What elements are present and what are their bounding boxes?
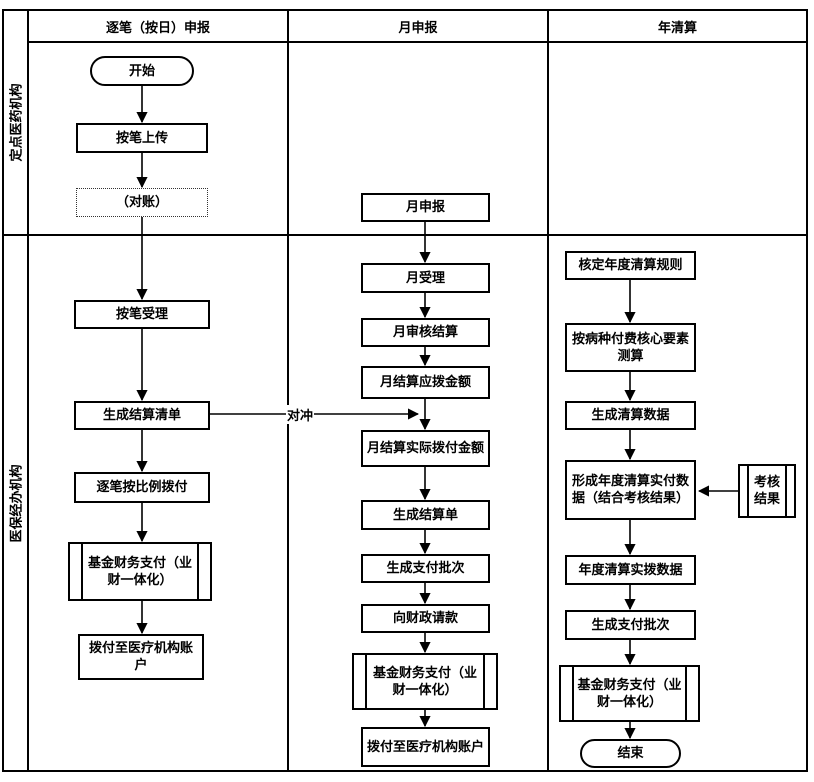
node-monthly-due: 月结算应拨金额 — [361, 366, 490, 399]
node-monthly-statement: 生成结算单 — [361, 500, 490, 530]
node-annual-data: 生成清算数据 — [565, 401, 696, 430]
node-annual-measure: 按病种付费核心要素测算 — [565, 323, 696, 372]
lane-label-agency-text: 医保经办机构 — [9, 463, 25, 543]
node-monthly-fund-pay: 基金财务支付（业财一体化） — [352, 653, 498, 710]
node-end: 结束 — [580, 739, 681, 768]
node-annual-actual: 形成年度清算实付数据（结合考核结果） — [565, 460, 696, 520]
node-start: 开始 — [90, 56, 194, 86]
node-allocate: 逐笔按比例拨付 — [74, 472, 210, 503]
edge-label-offset: 对冲 — [286, 405, 315, 424]
annual-connectors — [624, 280, 738, 740]
node-upload: 按笔上传 — [76, 123, 208, 153]
node-annual-fund-pay: 基金财务支付（业财一体化） — [559, 665, 700, 722]
node-annual-assess: 考核结果 — [738, 464, 796, 518]
node-annual-rules: 核定年度清算规则 — [565, 251, 696, 280]
node-monthly-to-account: 拨付至医疗机构账户 — [361, 727, 490, 767]
node-annual-allot: 年度清算实拨数据 — [565, 555, 696, 585]
node-monthly-review: 月审核结算 — [361, 318, 490, 347]
node-monthly-actual: 月结算实际拨付金额 — [361, 430, 490, 467]
column-header-annual: 年清算 — [657, 20, 697, 36]
column-header-monthly: 月申报 — [398, 20, 438, 36]
node-monthly-request: 向财政请款 — [361, 604, 490, 633]
node-monthly-declare: 月申报 — [361, 193, 490, 222]
column-header-daily: 逐笔（按日）申报 — [105, 20, 210, 36]
node-accept: 按笔受理 — [74, 300, 210, 329]
node-monthly-batch: 生成支付批次 — [361, 554, 490, 583]
node-to-account: 拨付至医疗机构账户 — [78, 634, 204, 680]
lane-label-agency: 医保经办机构 — [3, 235, 27, 771]
node-monthly-accept: 月受理 — [361, 263, 490, 293]
node-fund-pay: 基金财务支付（业财一体化） — [68, 542, 212, 601]
node-annual-batch: 生成支付批次 — [565, 610, 696, 640]
lane-label-institution: 定点医药机构 — [3, 10, 27, 235]
node-reconcile: （对账） — [76, 188, 208, 217]
lane-label-institution-text: 定点医药机构 — [9, 83, 25, 162]
node-statement: 生成结算清单 — [74, 401, 210, 430]
outer-frame — [2, 9, 808, 772]
